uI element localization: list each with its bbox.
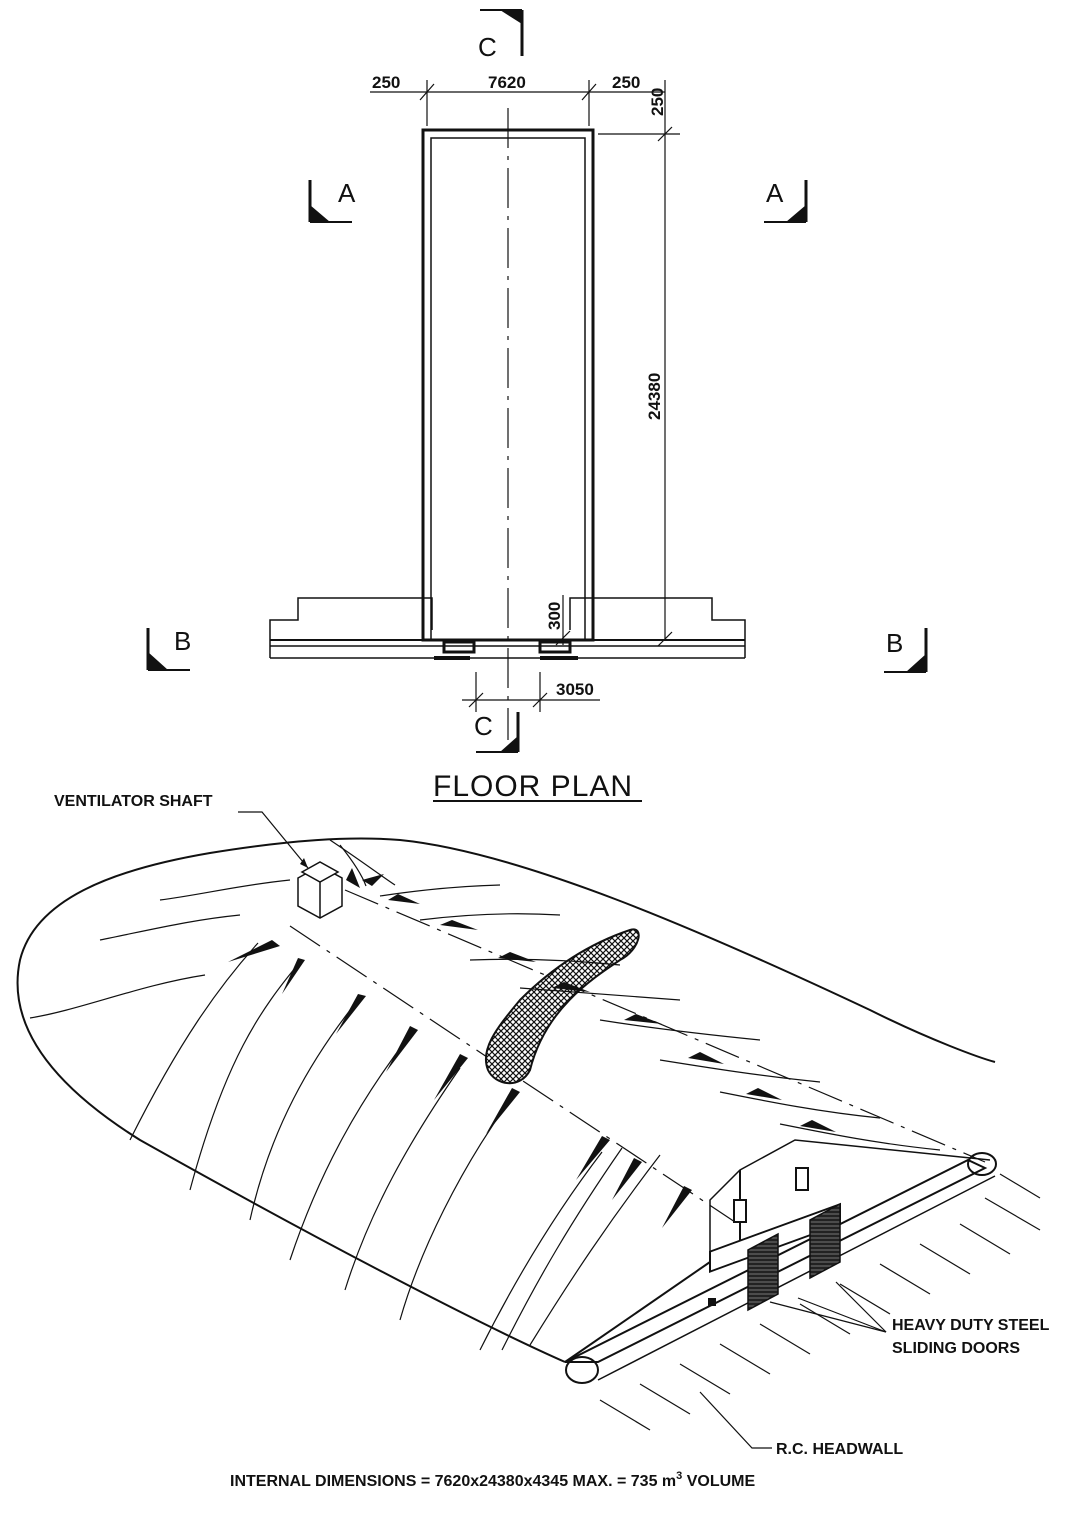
section-marker-c-bottom: C <box>474 711 520 753</box>
label-ventilator-shaft: VENTILATOR SHAFT <box>54 793 213 810</box>
end-arc-line <box>289 925 736 1223</box>
section-marker-b-right: B <box>884 628 928 673</box>
internal-dimensions-note: INTERNAL DIMENSIONS = 7620x24380x4345 MA… <box>230 1470 755 1490</box>
shell-corrugations <box>29 839 941 1351</box>
leader-arrows <box>300 858 308 868</box>
hatched-section <box>484 928 640 1085</box>
dimension-lines <box>370 80 680 712</box>
dim-return-wall: 300 <box>545 602 564 630</box>
floor-plan-title: FLOOR PLAN <box>433 770 633 803</box>
dim-wall-left: 250 <box>372 73 400 92</box>
dim-wall-end: 250 <box>648 88 667 116</box>
section-marker-a-left: A <box>308 178 356 223</box>
svg-text:C: C <box>474 711 493 741</box>
label-rc-headwall: R.C. HEADWALL <box>776 1441 903 1458</box>
shelter-shell-outline <box>16 837 996 1363</box>
section-marker-a-right: A <box>764 178 808 223</box>
isometric-view: VENTILATOR SHAFT HEAVY DUTY STEEL SLIDIN… <box>16 793 1050 1458</box>
label-doors-line2: SLIDING DOORS <box>892 1340 1020 1357</box>
note-superscript: 3 <box>676 1470 682 1482</box>
section-marker-c-top: C <box>478 9 524 62</box>
ground-hatching <box>599 1173 1041 1431</box>
ridge-line <box>344 889 986 1163</box>
svg-text:C: C <box>478 32 497 62</box>
leader-lines <box>238 811 887 1449</box>
label-doors-line1: HEAVY DUTY STEEL <box>892 1317 1050 1334</box>
note-prefix: INTERNAL DIMENSIONS = 7620x24380x4345 MA… <box>230 1473 676 1490</box>
section-marker-b-left: B <box>146 626 191 671</box>
corrugation-triangles <box>228 868 836 1228</box>
sliding-doors <box>708 1202 841 1312</box>
svg-text:B: B <box>886 628 903 658</box>
floor-plan: 250 7620 250 250 24380 300 3050 C C A <box>146 9 928 803</box>
svg-text:A: A <box>338 178 356 208</box>
dim-internal-length: 24380 <box>645 373 664 420</box>
svg-text:A: A <box>766 178 784 208</box>
entrance-walls <box>269 597 746 660</box>
dim-wall-right: 250 <box>612 73 640 92</box>
svg-text:B: B <box>174 626 191 656</box>
dim-door-opening: 3050 <box>556 680 594 699</box>
note-suffix: VOLUME <box>682 1473 755 1490</box>
dim-internal-width: 7620 <box>488 73 526 92</box>
ventilator-shaft <box>297 861 343 919</box>
